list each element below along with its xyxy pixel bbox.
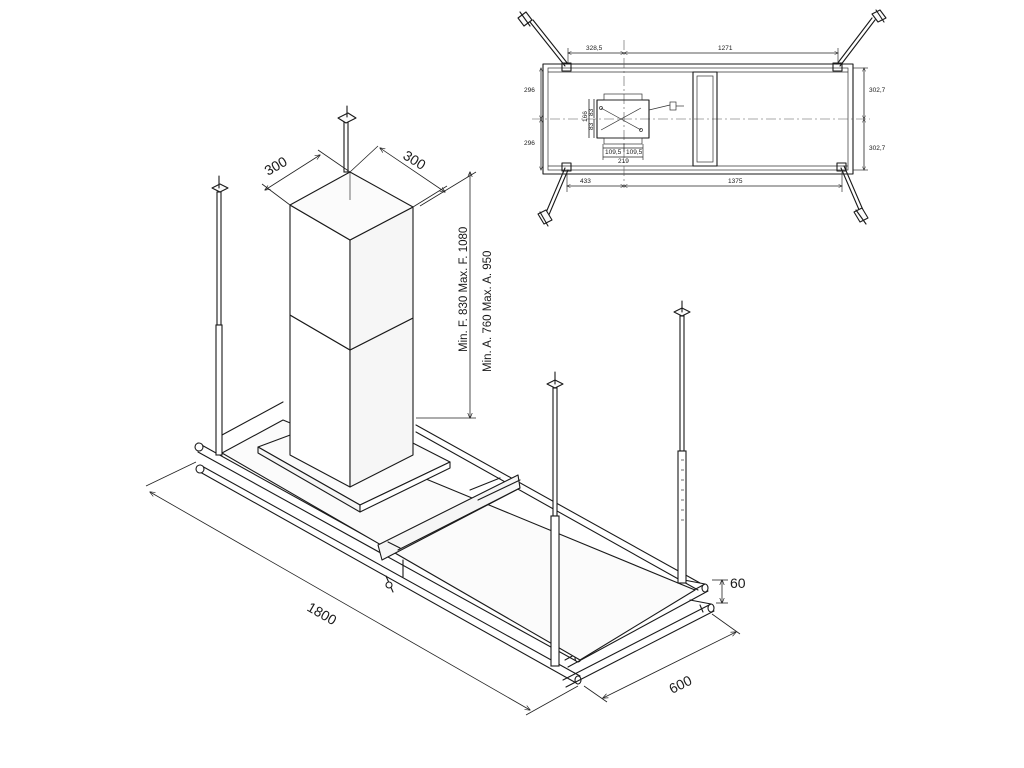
- plan-dim-motor-half-right: 109,5: [626, 149, 643, 156]
- isometric-view: 300 300 Min. F. 830 Max. F. 1080 Min. A.…: [145, 105, 746, 716]
- dim-300-left-label: 300: [262, 153, 290, 179]
- plan-view: 328,5 1271 433 1375 296 296 302,7 302,7 …: [517, 9, 887, 227]
- plan-dim-right-upper: 302,7: [869, 87, 886, 94]
- dim-600-label: 600: [666, 672, 694, 697]
- dim-300-right-label: 300: [400, 147, 428, 173]
- plan-dim-motor-inner-a: 83: [588, 108, 595, 116]
- plan-dim-bottom-left: 433: [580, 178, 591, 185]
- dim-height-f-label: Min. F. 830 Max. F. 1080: [458, 227, 470, 352]
- plan-dim-motor-height: 166: [582, 111, 589, 122]
- plan-dim-motor-width: 219: [618, 158, 629, 165]
- dimension-height: Min. F. 830 Max. F. 1080 Min. A. 760 Max…: [416, 172, 494, 418]
- dim-height-a-label: Min. A. 760 Max. A. 950: [482, 251, 494, 372]
- dim-1800-label: 1800: [305, 599, 340, 629]
- plan-motor-block: [596, 93, 684, 145]
- chimney-cover: [289, 171, 414, 488]
- suspension-rods: [211, 105, 691, 667]
- plan-dim-right-lower: 302,7: [869, 145, 886, 152]
- dimension-60: 60: [712, 575, 746, 603]
- plan-dim-top-left: 328,5: [586, 45, 603, 52]
- plan-dim-bottom-right: 1375: [728, 178, 743, 185]
- plan-dim-left-upper: 296: [524, 87, 535, 94]
- plan-dim-motor-half-left: 109,5: [605, 149, 622, 156]
- dim-60-label: 60: [730, 575, 746, 591]
- plan-dim-top-right: 1271: [718, 45, 733, 52]
- plan-dim-motor-inner-b: 83: [588, 122, 595, 130]
- plan-anchor-arms: [517, 9, 887, 227]
- plan-dim-left-lower: 296: [524, 140, 535, 147]
